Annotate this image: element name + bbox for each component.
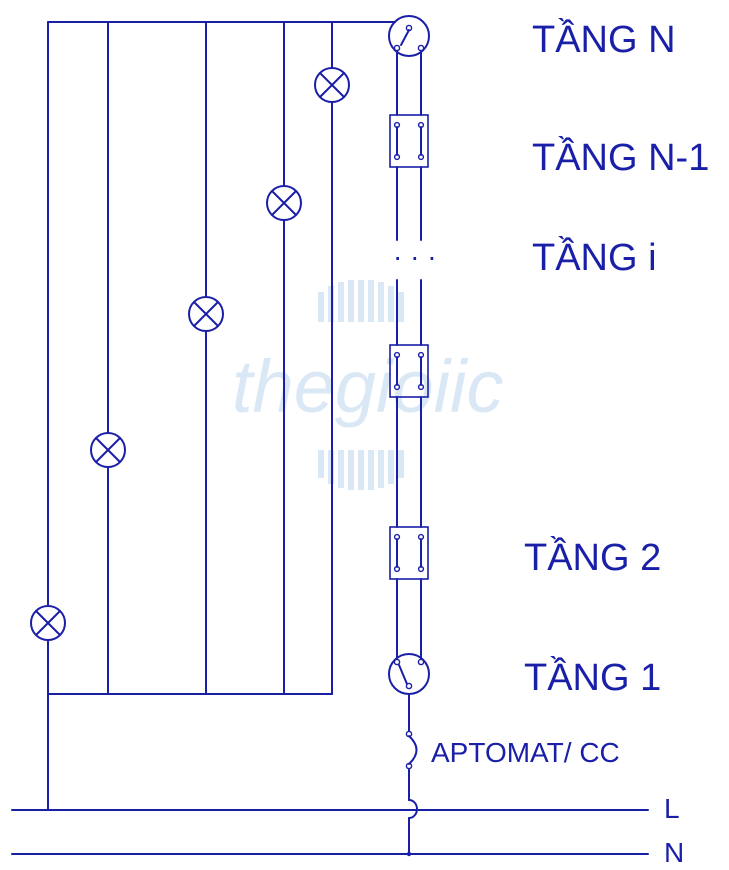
label-floor-n: TẦNG N bbox=[532, 17, 676, 61]
lamp-cross-icon bbox=[266, 185, 302, 221]
label-floor-n-minus-1: TẦNG N-1 bbox=[532, 135, 709, 179]
supply-lines bbox=[11, 809, 649, 857]
circuit-breaker-icon bbox=[405, 730, 418, 770]
single-pole-switch-icon bbox=[388, 15, 430, 57]
lamp-cross-icon bbox=[314, 67, 350, 103]
watermark-logo-icon bbox=[318, 280, 404, 490]
label-breaker: APTOMAT/ CC bbox=[431, 737, 620, 768]
label-floor-i: TẦNG i bbox=[532, 235, 657, 279]
label-neutral: N bbox=[664, 837, 684, 868]
lamp-1 bbox=[30, 605, 66, 641]
switch-floor-n[interactable] bbox=[388, 15, 430, 57]
lamp-3 bbox=[188, 296, 224, 332]
intermediate-switch-icon bbox=[389, 114, 429, 168]
lamp-4 bbox=[266, 185, 302, 221]
label-floor-1: TẦNG 1 bbox=[524, 655, 661, 699]
label-live: L bbox=[664, 793, 680, 824]
traveller-wires bbox=[396, 47, 422, 663]
lamp-2 bbox=[90, 432, 126, 468]
label-floor-2: TẦNG 2 bbox=[524, 535, 661, 579]
single-pole-switch-icon bbox=[388, 653, 430, 695]
lamp-cross-icon bbox=[30, 605, 66, 641]
lamp-frame-wiring bbox=[47, 21, 396, 811]
switch-floor-n-minus-1[interactable] bbox=[389, 114, 429, 168]
lamp-cross-icon bbox=[90, 432, 126, 468]
lamp-5 bbox=[314, 67, 350, 103]
switch-floor-2[interactable] bbox=[389, 526, 429, 580]
feed-wire bbox=[408, 693, 418, 855]
switch-floor-i[interactable] bbox=[389, 344, 429, 398]
watermark-text: thegioiic bbox=[232, 345, 504, 428]
ellipsis: · · · bbox=[393, 241, 437, 272]
watermark: thegioiic bbox=[232, 280, 504, 490]
lamp-cross-icon bbox=[188, 296, 224, 332]
intermediate-switch-icon bbox=[389, 526, 429, 580]
intermediate-switch-icon bbox=[389, 344, 429, 398]
breaker[interactable] bbox=[405, 730, 418, 770]
switch-floor-1[interactable] bbox=[388, 653, 430, 695]
